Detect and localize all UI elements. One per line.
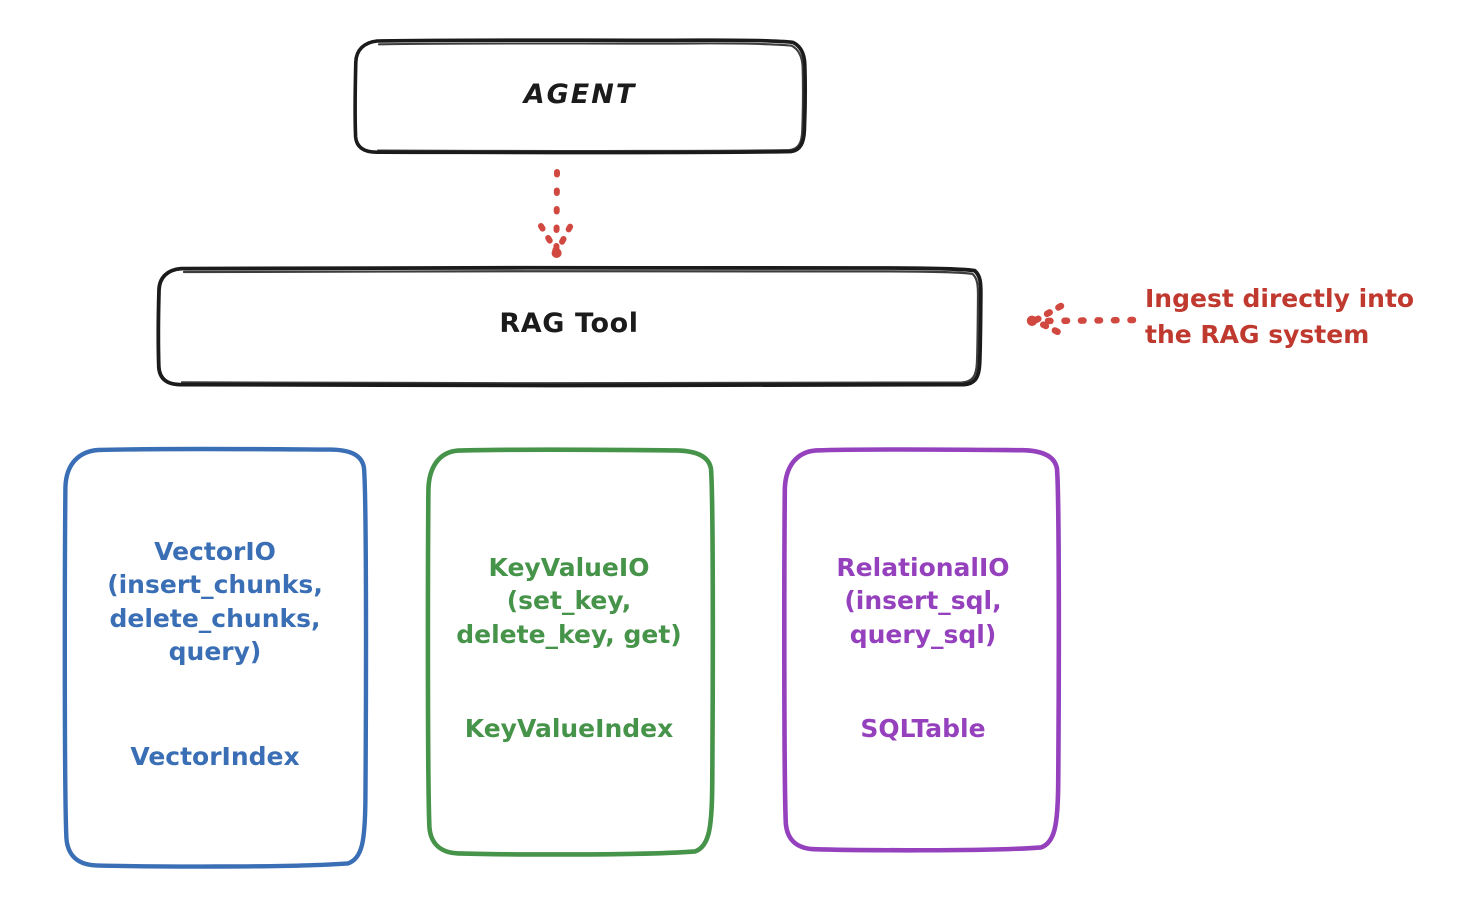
annotation-arrow-icon [1026,302,1137,338]
agent-box-outline [353,38,808,155]
ingest-annotation-label: Ingest directly into the RAG system [1145,284,1415,349]
rag-tool-box-outline [156,265,983,388]
vector-io-box-outline [62,446,369,869]
agent-to-ragtool-arrow-icon [538,169,574,258]
key-value-io-box-outline [425,447,716,857]
relational-io-box-outline [782,447,1062,853]
